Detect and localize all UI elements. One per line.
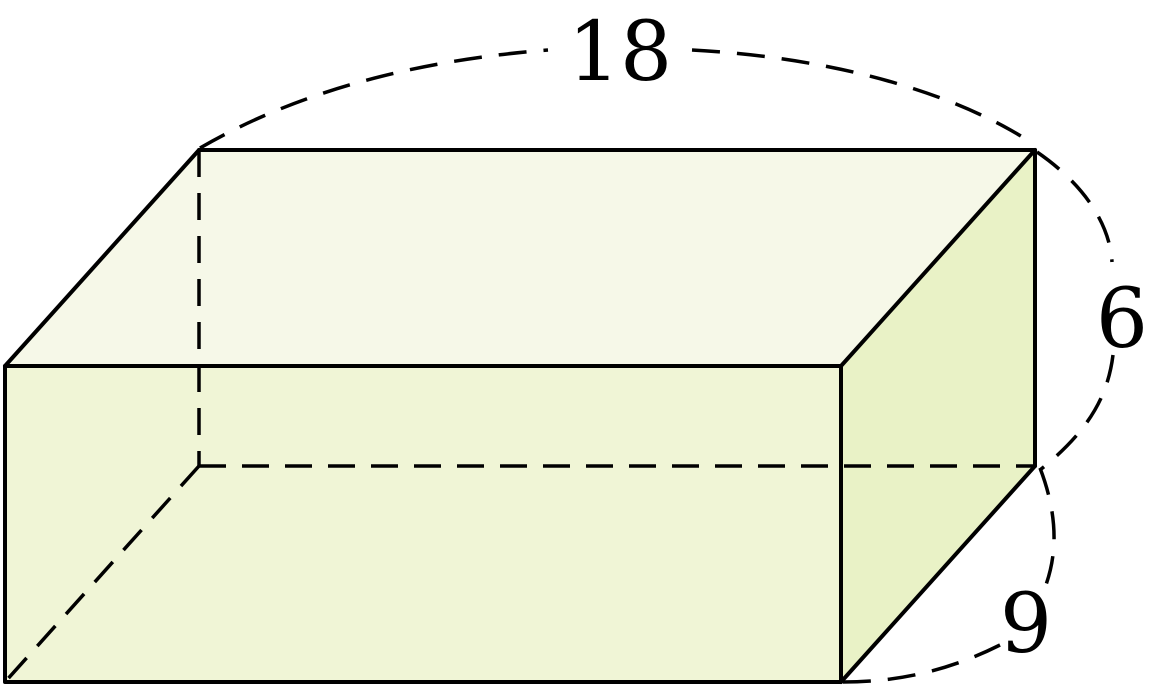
width-dimension-arc-bottom bbox=[842, 643, 1001, 684]
width-dimension-arc-top bbox=[1038, 467, 1056, 591]
width-label: 9 bbox=[1000, 577, 1052, 672]
height-label: 6 bbox=[1096, 272, 1148, 367]
length-label: 18 bbox=[568, 5, 672, 100]
top-left-depth-edge bbox=[3, 148, 201, 368]
length-dimension-arc bbox=[199, 48, 549, 150]
bottom-right-depth-edge bbox=[839, 464, 1037, 684]
side-face bbox=[841, 150, 1035, 682]
front-face-outline bbox=[3, 364, 843, 684]
height-dimension-arc-bottom bbox=[1038, 354, 1115, 472]
front-face bbox=[5, 366, 841, 682]
top-face bbox=[5, 150, 1035, 366]
hidden-left-depth-edge bbox=[3, 464, 201, 684]
height-dimension-arc-top bbox=[1036, 150, 1114, 263]
top-right-depth-edge bbox=[839, 148, 1037, 368]
length-dimension-arc-right bbox=[691, 48, 1036, 147]
